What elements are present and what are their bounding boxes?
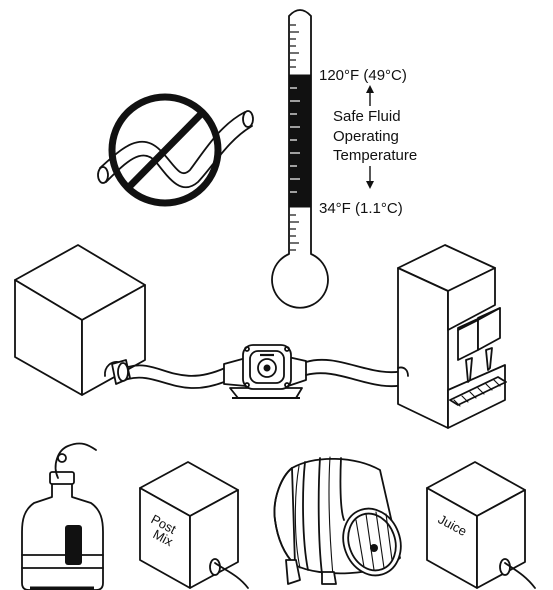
arrow-down-icon [366,166,374,189]
max-temperature-label: 120°F (49°C) [319,67,407,84]
post-mix-box-icon [139,461,249,589]
thermometer-icon [271,9,329,309]
no-kinked-hose-icon [97,93,254,207]
water-bottle-icon [21,442,104,590]
range-label-line3: Temperature [333,147,417,164]
range-label-line1: Safe Fluid [333,108,401,125]
range-label-line2: Operating [333,128,399,145]
pump-icon [223,344,307,399]
beverage-dispenser-icon [397,244,507,429]
bag-in-box-icon [14,244,146,396]
barrel-icon [273,456,402,585]
juice-box-icon [426,461,536,589]
arrow-up-icon [366,85,374,106]
safe-temperature-band [289,74,311,208]
min-temperature-label: 34°F (1.1°C) [319,200,403,217]
